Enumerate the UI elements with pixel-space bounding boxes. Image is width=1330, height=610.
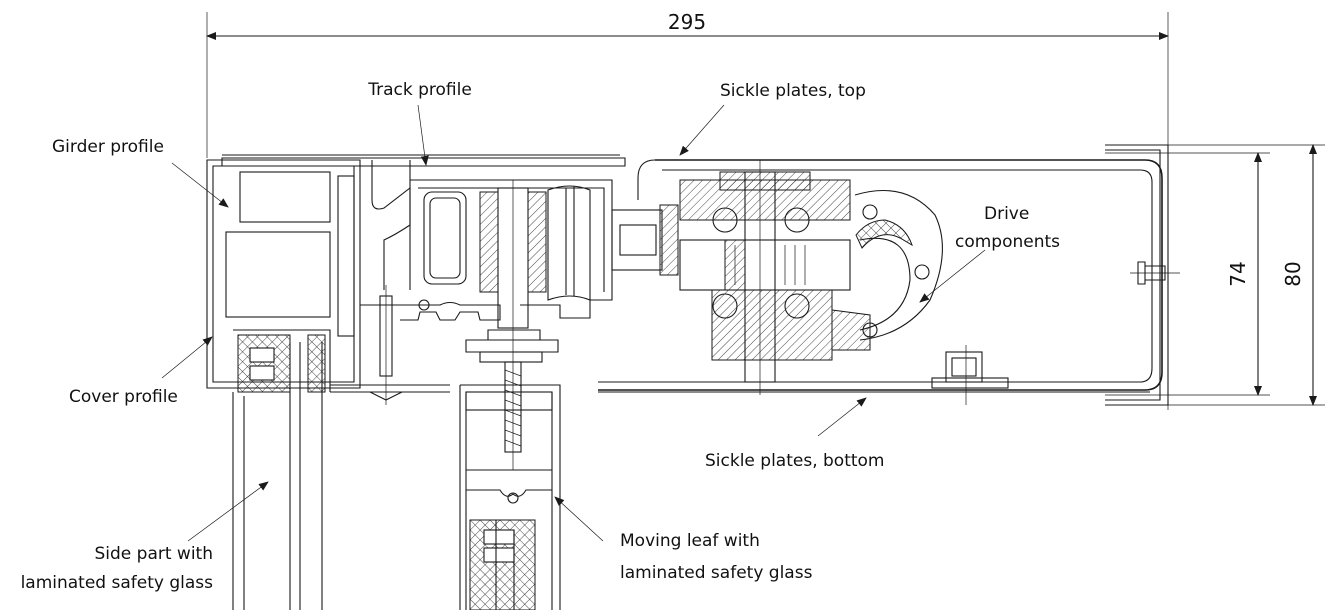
- label-moving-leaf-line1: Moving leaf with: [620, 531, 760, 551]
- label-moving-leaf-line2: laminated safety glass: [620, 563, 813, 583]
- dimension-width: 295: [206, 10, 1169, 410]
- label-sickle-plates-bottom: Sickle plates, bottom: [705, 451, 885, 471]
- label-side-part-line1: Side part with: [94, 544, 213, 564]
- girder-profile: [206, 159, 501, 405]
- track-profile: [410, 179, 613, 319]
- dimension-height-inner: 74: [1226, 261, 1250, 286]
- label-track-profile: Track profile: [367, 80, 472, 100]
- side-part-glass: [232, 329, 331, 610]
- leader-lines: [161, 104, 986, 542]
- drive-components: [611, 160, 1180, 405]
- dimension-width-value: 295: [668, 10, 706, 34]
- dimension-height-outer: 80: [1281, 261, 1305, 286]
- sickle-plates: [221, 144, 1169, 406]
- label-side-part-line2: laminated safety glass: [21, 573, 214, 593]
- moving-leaf: [459, 384, 561, 610]
- dimension-height: 74 80: [1105, 144, 1325, 406]
- carriage-bolt: [465, 180, 559, 470]
- label-girder-profile: Girder profile: [52, 137, 164, 157]
- label-cover-profile: Cover profile: [69, 387, 178, 407]
- label-sickle-plates-top: Sickle plates, top: [720, 81, 866, 101]
- label-drive-line2: components: [955, 232, 1060, 252]
- label-drive-line1: Drive: [984, 204, 1029, 224]
